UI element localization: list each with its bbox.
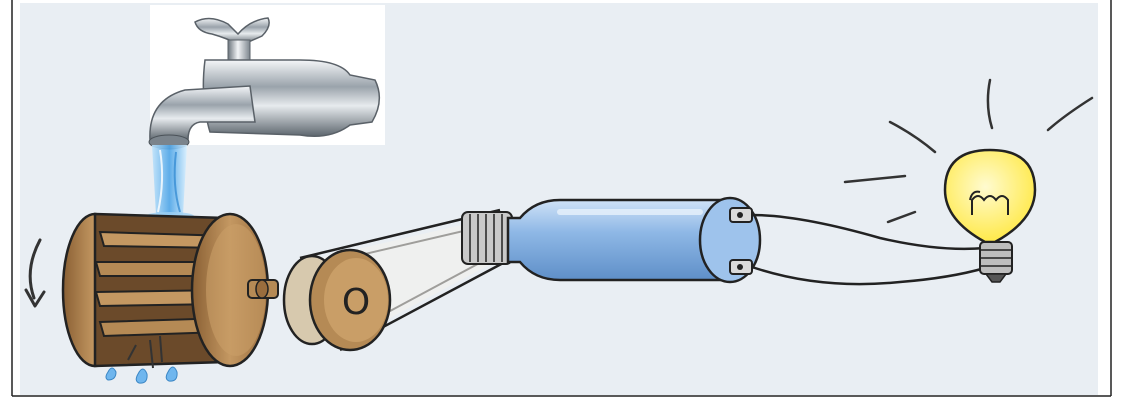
water-drops [105, 335, 178, 384]
pulley-axle-label: O [342, 282, 370, 323]
generator-icon [506, 196, 762, 284]
wire-icon [751, 213, 986, 286]
light-bulb-icon [943, 148, 1037, 283]
curved-arrow-icon [24, 238, 46, 308]
drive-pulley: O [282, 248, 392, 352]
generator-pulley-icon [461, 211, 513, 265]
light-rays-icon [843, 78, 1094, 224]
faucet-icon [148, 5, 385, 150]
water-wheel-icon [61, 212, 279, 368]
